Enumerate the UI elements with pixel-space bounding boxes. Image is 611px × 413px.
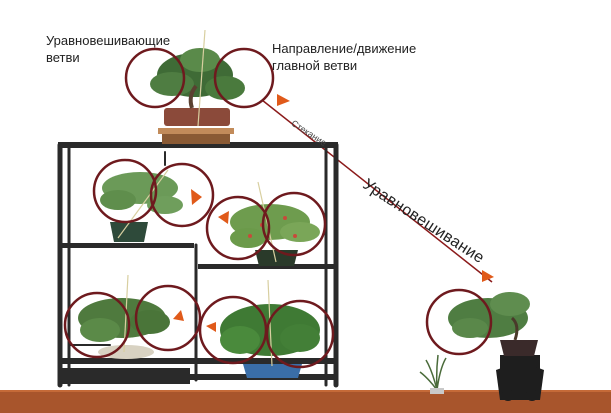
bonsai-right	[448, 292, 538, 356]
arrow-upper-right	[218, 211, 229, 224]
balancing-diagonal-line	[261, 99, 493, 283]
bonsai-shelf-lower-left	[78, 274, 170, 359]
circle-lower-right-b	[265, 299, 335, 369]
arrow-right	[482, 270, 494, 282]
arrow-top	[277, 94, 290, 106]
arrow-upper-left	[191, 189, 202, 205]
arrow-lower-left	[173, 310, 184, 321]
circle-upper-left-b	[149, 162, 215, 228]
circle-upper-right-a	[205, 195, 271, 261]
grass-accent	[419, 354, 447, 394]
right-bonsai-stand	[496, 355, 544, 401]
circle-top-left	[124, 47, 186, 109]
bonsai-shelf-lower-right	[220, 279, 320, 378]
balance-circles	[63, 47, 493, 369]
circle-upper-right-b	[261, 191, 327, 257]
circle-right-tree	[425, 288, 493, 356]
circle-lower-left-b	[134, 284, 202, 352]
bonsai-shelf-upper-right	[230, 181, 320, 266]
circle-lower-left-a	[63, 291, 131, 359]
direction-arrows	[173, 94, 494, 332]
arrow-lower-right	[206, 322, 216, 332]
label-main-branch-direction: Направление/движение главной ветви	[272, 41, 417, 73]
circle-upper-left-a	[92, 158, 158, 224]
bonsai-shelf-upper-left	[100, 169, 183, 242]
label-balancing-branches: Уравновешивающие ветви	[46, 33, 171, 65]
floor	[0, 390, 611, 413]
top-stand	[158, 128, 234, 144]
circle-top-right	[213, 47, 275, 109]
